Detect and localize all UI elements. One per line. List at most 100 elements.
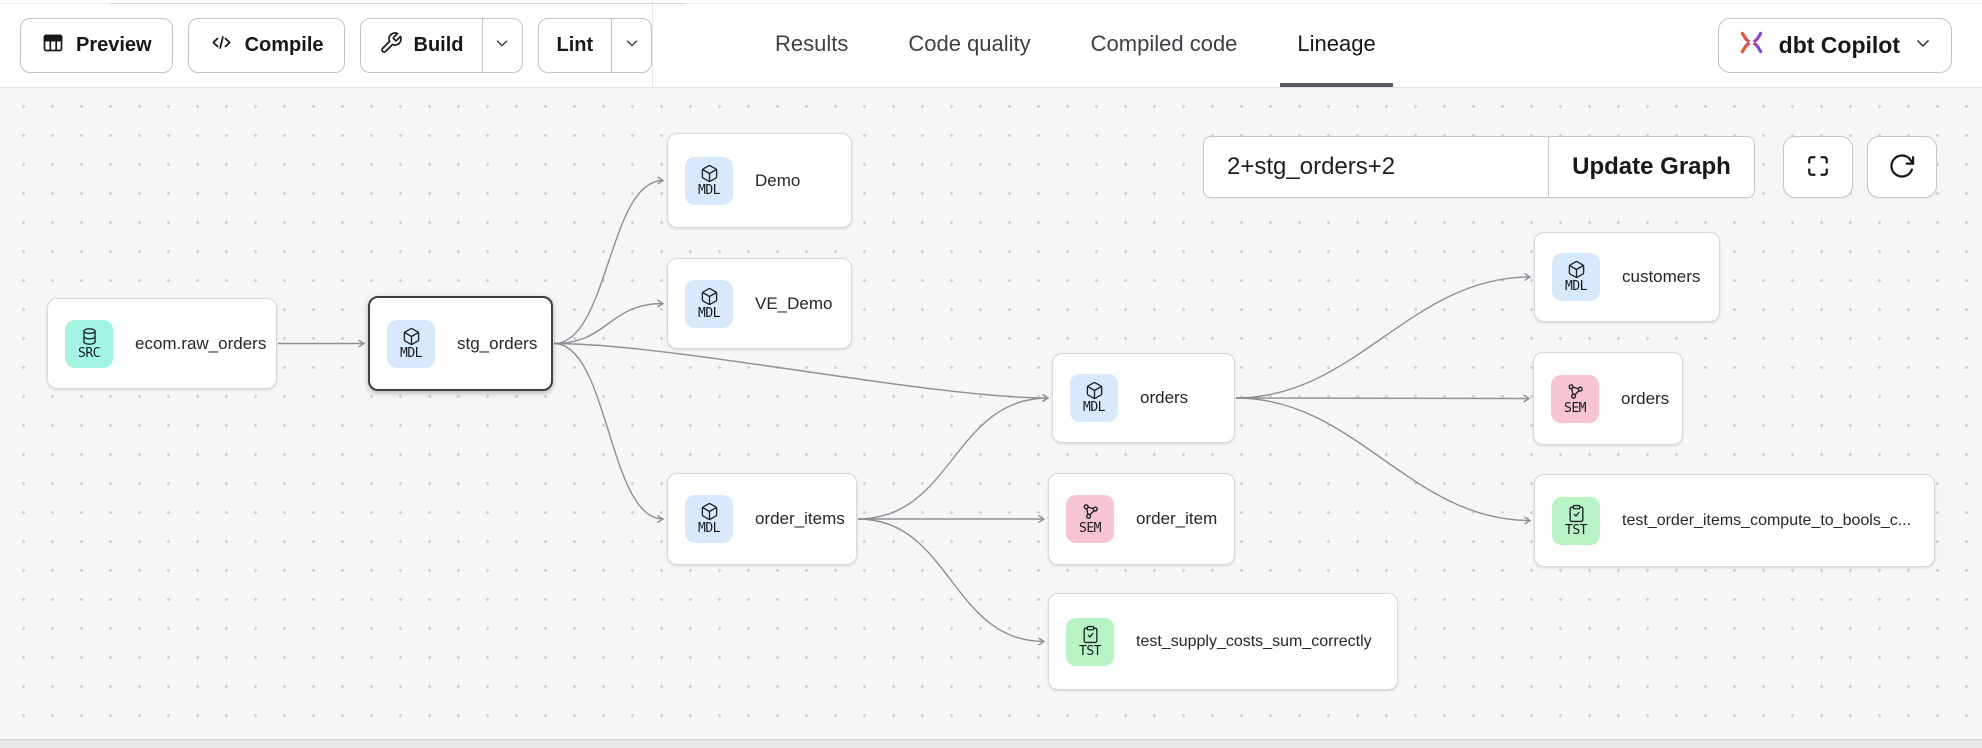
mdl-badge: MDL [685, 156, 733, 205]
chevron-down-icon [623, 34, 641, 57]
sem-badge: SEM [1551, 374, 1599, 423]
node-label: Demo [755, 170, 801, 190]
cube-icon [700, 287, 719, 306]
node-orders_model[interactable]: MDL orders [1052, 353, 1235, 443]
editor-tabstrip-edge [0, 3, 1982, 4]
cube-icon [700, 502, 719, 521]
result-pane-tabs: Results Code quality Compiled code Linea… [775, 0, 1394, 87]
src-badge: SRC [65, 319, 113, 368]
lint-dropdown-button[interactable] [611, 19, 651, 72]
wrench-icon [379, 31, 403, 61]
preview-button[interactable]: Preview [20, 18, 173, 73]
refresh-button[interactable] [1867, 136, 1937, 198]
badge-type-label: MDL [698, 305, 720, 321]
badge-type-label: SEM [1079, 521, 1101, 536]
node-orders_semantic[interactable]: SEM orders [1533, 352, 1683, 445]
badge-type-label: MDL [400, 345, 422, 361]
test-clipboard-icon [1567, 504, 1586, 523]
mdl-badge: MDL [685, 279, 733, 328]
mdl-badge: MDL [387, 319, 435, 368]
compile-button[interactable]: Compile [187, 18, 345, 73]
badge-type-label: MDL [1083, 400, 1105, 415]
chevron-down-icon [493, 34, 511, 57]
ide-toolbar: Preview Compile Build [20, 18, 653, 73]
node-raw_orders[interactable]: SRC ecom.raw_orders [47, 298, 277, 389]
test-clipboard-icon [1081, 625, 1100, 644]
sem-badge: SEM [1066, 495, 1114, 543]
node-order_item[interactable]: SEM order_item [1048, 473, 1235, 565]
tab-lineage[interactable]: Lineage [1280, 0, 1394, 87]
build-dropdown-button[interactable] [481, 19, 522, 72]
mdl-badge: MDL [1070, 374, 1118, 422]
cube-icon [1567, 260, 1586, 279]
chevron-down-icon [1913, 32, 1933, 59]
node-test_order_items[interactable]: TST test_order_items_compute_to_bools_c..… [1534, 474, 1935, 567]
table-icon [41, 31, 65, 61]
node-label: order_item [1136, 509, 1218, 528]
lineage-selector-group: Update Graph [1203, 136, 1755, 198]
node-label: orders [1621, 388, 1670, 408]
lint-button[interactable]: Lint [539, 19, 612, 72]
tab-results[interactable]: Results [775, 0, 848, 87]
badge-type-label: SRC [78, 345, 100, 361]
node-label: order_items [755, 509, 845, 528]
node-label: customers [1622, 267, 1701, 286]
build-button-label: Build [413, 34, 464, 56]
node-demo[interactable]: MDL Demo [667, 133, 852, 228]
node-label: stg_orders [457, 333, 538, 353]
code-icon [209, 30, 234, 61]
lineage-edges [278, 176, 1532, 646]
node-ve_demo[interactable]: MDL VE_Demo [667, 258, 852, 349]
tab-code-quality[interactable]: Code quality [908, 0, 1030, 87]
node-label: VE_Demo [755, 293, 833, 313]
build-button-group: Build [359, 18, 523, 73]
dbt-copilot-label: dbt Copilot [1778, 32, 1900, 58]
cube-icon [700, 164, 719, 183]
badge-type-label: MDL [698, 521, 720, 536]
tab-compiled-code[interactable]: Compiled code [1091, 0, 1238, 87]
node-label: test_order_items_compute_to_bools_c... [1622, 511, 1912, 529]
node-order_items[interactable]: MDL order_items [667, 473, 857, 565]
lineage-selector-input[interactable] [1204, 137, 1548, 197]
refresh-icon [1888, 152, 1916, 183]
lint-button-group: Lint [537, 18, 653, 73]
mdl-badge: MDL [685, 495, 733, 543]
mdl-badge: MDL [1552, 253, 1600, 301]
badge-type-label: MDL [698, 182, 720, 198]
tab-compiled-code-label: Compiled code [1090, 30, 1238, 56]
preview-button-label: Preview [76, 34, 152, 56]
badge-type-label: TST [1565, 522, 1587, 538]
ide-header: Preview Compile Build [0, 0, 1982, 88]
node-label: test_supply_costs_sum_correctly [1136, 632, 1372, 650]
editor-tabstrip-active-edge [110, 3, 685, 4]
node-test_supply_costs[interactable]: TST test_supply_costs_sum_correctly [1048, 593, 1398, 690]
node-label: orders [1140, 388, 1189, 407]
tab-lineage-label: Lineage [1297, 30, 1376, 56]
bottom-scroll-strip [0, 739, 1982, 748]
compile-button-label: Compile [244, 34, 324, 56]
tst-badge: TST [1066, 617, 1114, 666]
tab-code-quality-label: Code quality [908, 30, 1031, 56]
cube-icon [402, 327, 421, 346]
update-graph-button[interactable]: Update Graph [1549, 137, 1754, 197]
node-label: ecom.raw_orders [135, 333, 267, 353]
dbt-copilot-icon [1737, 28, 1766, 63]
selector-divider [1548, 137, 1549, 197]
node-stg_orders[interactable]: MDL stg_orders [368, 296, 553, 391]
fullscreen-button[interactable] [1783, 136, 1853, 198]
badge-type-label: MDL [1565, 279, 1587, 294]
tst-badge: TST [1552, 496, 1600, 545]
cube-icon [1085, 381, 1104, 400]
semantic-graph-icon [1566, 382, 1585, 401]
build-button[interactable]: Build [361, 19, 482, 72]
semantic-graph-icon [1081, 502, 1100, 521]
dbt-copilot-button[interactable]: dbt Copilot [1717, 18, 1952, 73]
database-icon [80, 327, 99, 346]
lint-button-label: Lint [556, 34, 594, 56]
toolbar-tabs-divider [652, 0, 653, 87]
node-customers[interactable]: MDL customers [1534, 232, 1720, 322]
badge-type-label: TST [1079, 643, 1101, 659]
badge-type-label: SEM [1564, 400, 1586, 416]
